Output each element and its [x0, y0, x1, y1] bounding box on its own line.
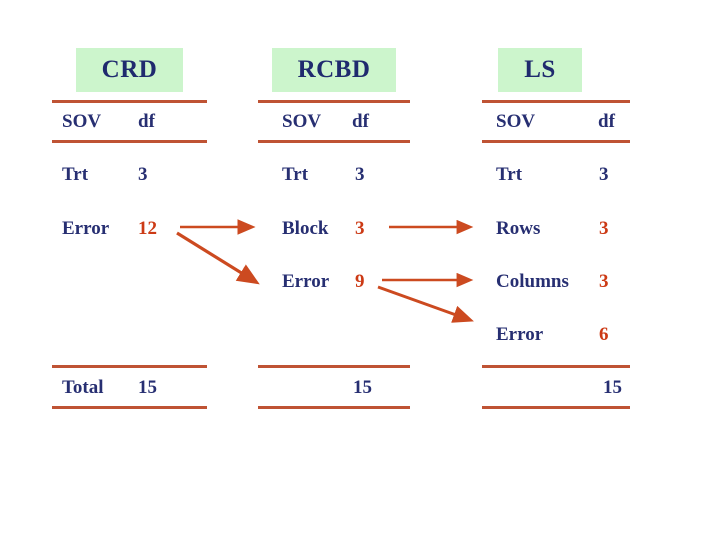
- ls-row-2-df: 3: [599, 271, 609, 292]
- ls-total-df: 15: [603, 377, 622, 398]
- ls-header-sov: SOV: [496, 111, 536, 132]
- crd-row-0-df: 3: [138, 164, 148, 185]
- rcbd-header-df: df: [352, 111, 369, 132]
- column-title-ls-text: LS: [498, 48, 582, 92]
- ls-row-2-sov: Columns: [496, 271, 569, 292]
- ls-header-df: df: [598, 111, 615, 132]
- crd-total-df: 15: [138, 377, 157, 398]
- rule-rcbd-header-bottom: [258, 140, 410, 143]
- column-title-rcbd: RCBD: [258, 48, 410, 92]
- rcbd-row-1-sov: Block: [282, 218, 329, 239]
- rule-rcbd-total-bottom: [258, 406, 410, 409]
- column-title-rcbd-text: RCBD: [271, 48, 397, 92]
- rule-crd-header-bottom: [52, 140, 207, 143]
- column-title-ls: LS: [470, 48, 610, 92]
- crd-row-1-sov: Error: [62, 218, 110, 239]
- crd-row-1-df: 12: [138, 218, 157, 239]
- rcbd-row-0-sov: Trt: [282, 164, 309, 185]
- rcbd-total-df: 15: [353, 377, 372, 398]
- arrow-rcbd-error-to-ls-error: [377, 285, 474, 323]
- arrow-crd-error-to-rcbd-error: [176, 231, 260, 285]
- column-title-crd-text: CRD: [75, 48, 184, 92]
- ls-row-0-sov: Trt: [496, 164, 523, 185]
- rcbd-row-1-df: 3: [355, 218, 365, 239]
- rcbd-header-sov: SOV: [282, 111, 322, 132]
- ls-row-3-sov: Error: [496, 324, 544, 345]
- rule-crd-header-top: [52, 100, 207, 103]
- rule-rcbd-header-top: [258, 100, 410, 103]
- crd-header-sov: SOV: [62, 111, 102, 132]
- crd-header-df: df: [138, 111, 155, 132]
- crd-row-0-sov: Trt: [62, 164, 89, 185]
- ls-row-1-df: 3: [599, 218, 609, 239]
- rule-ls-header-bottom: [482, 140, 630, 143]
- crd-total-label: Total: [62, 377, 104, 398]
- rule-ls-total-top: [482, 365, 630, 368]
- rule-ls-header-top: [482, 100, 630, 103]
- rule-rcbd-total-top: [258, 365, 410, 368]
- ls-row-0-df: 3: [599, 164, 609, 185]
- column-title-crd: CRD: [52, 48, 207, 92]
- rule-ls-total-bottom: [482, 406, 630, 409]
- rule-crd-total-top: [52, 365, 207, 368]
- ls-row-1-sov: Rows: [496, 218, 541, 239]
- rcbd-row-2-df: 9: [355, 271, 365, 292]
- ls-row-3-df: 6: [599, 324, 609, 345]
- rcbd-row-0-df: 3: [355, 164, 365, 185]
- rcbd-row-2-sov: Error: [282, 271, 330, 292]
- rule-crd-total-bottom: [52, 406, 207, 409]
